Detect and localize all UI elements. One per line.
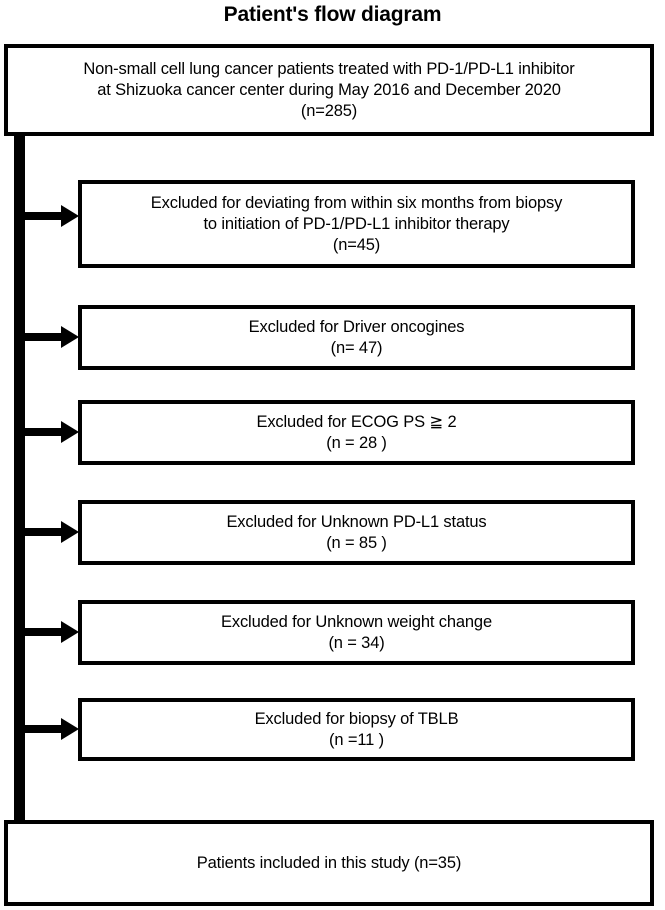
enrolled-population-label: Non-small cell lung cancer patients trea… [83, 59, 575, 120]
exclusion-box-1: Excluded for deviating from within six m… [78, 180, 635, 268]
exclusion-label-5: Excluded for Unknown weight change (n = … [221, 612, 492, 652]
exclusion-box-5: Excluded for Unknown weight change (n = … [78, 600, 635, 665]
exclusion-label-4: Excluded for Unknown PD-L1 status (n = 8… [226, 512, 487, 552]
arrow-right-icon-1 [25, 205, 79, 227]
exclusion-box-6: Excluded for biopsy of TBLB (n =11 ) [78, 698, 635, 761]
arrow-right-icon-5 [25, 621, 79, 643]
arrow-right-icon-4 [25, 521, 79, 543]
included-population-label: Patients included in this study (n=35) [196, 853, 462, 872]
exclusion-box-2: Excluded for Driver oncogines (n= 47) [78, 305, 635, 370]
arrow-right-icon-2 [25, 326, 79, 348]
exclusion-label-1: Excluded for deviating from within six m… [150, 193, 563, 254]
exclusion-label-2: Excluded for Driver oncogines (n= 47) [248, 317, 465, 357]
page-title: Patient's flow diagram [223, 3, 442, 26]
exclusion-box-3: Excluded for ECOG PS ≧ 2 (n = 28 ) [78, 400, 635, 465]
exclusion-label-3: Excluded for ECOG PS ≧ 2 (n = 28 ) [256, 412, 457, 452]
included-population-box: Patients included in this study (n=35) [4, 820, 654, 906]
exclusion-box-4: Excluded for Unknown PD-L1 status (n = 8… [78, 500, 635, 565]
flow-trunk-connector [14, 136, 25, 824]
arrow-right-icon-6 [25, 718, 79, 740]
arrow-right-icon-3 [25, 421, 79, 443]
exclusion-label-6: Excluded for biopsy of TBLB (n =11 ) [254, 709, 459, 749]
enrolled-population-box: Non-small cell lung cancer patients trea… [4, 44, 654, 136]
